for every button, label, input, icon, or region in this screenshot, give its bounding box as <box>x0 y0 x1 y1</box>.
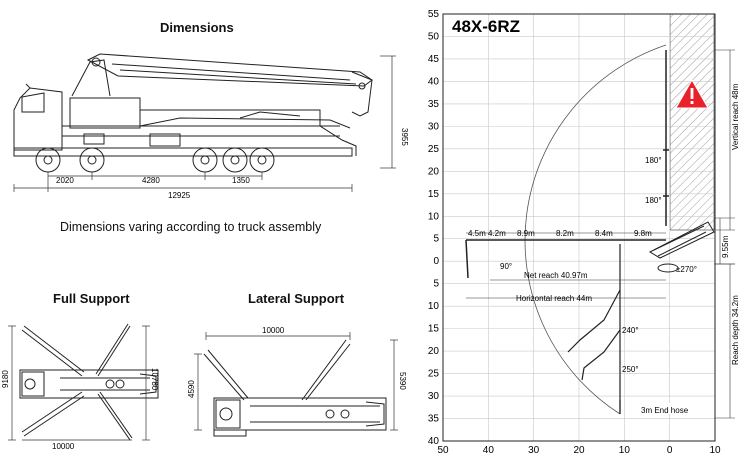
horizontal-reach-label: Horizontal reach 44m <box>516 294 592 303</box>
x-tick-label: 20 <box>573 445 585 456</box>
net-reach-label: Net reach 40.97m <box>524 271 588 280</box>
y-tick-label: 15 <box>428 189 440 200</box>
fs-dim-10000: 10000 <box>52 442 75 451</box>
angle-90: 90° <box>500 262 512 271</box>
angle-180-lower: 180° <box>645 196 662 205</box>
truck-side-view <box>13 53 373 173</box>
x-tick-label: 10 <box>709 445 721 456</box>
reach-depth-label: Reach depth 34.2m <box>731 295 740 365</box>
x-tick-label: 30 <box>528 445 540 456</box>
warning-triangle-icon <box>675 78 709 109</box>
ls-dim-4590: 4590 <box>187 380 196 398</box>
vertical-reach-label: Vertical reach 48m <box>731 83 740 150</box>
full-support-title: Full Support <box>53 291 130 306</box>
y-tick-label: 20 <box>428 166 440 177</box>
boom-section-label: 9.8m <box>634 229 652 238</box>
y-tick-label: 20 <box>428 346 440 357</box>
exclusion-zone <box>669 13 715 231</box>
x-tick-label: 10 <box>619 445 631 456</box>
dimensions-title: Dimensions <box>160 20 234 35</box>
boom-vertical <box>663 50 669 226</box>
angle-250: 250° <box>622 365 639 374</box>
angle-180-upper: 180° <box>645 156 662 165</box>
y-tick-label: 35 <box>428 99 440 110</box>
y-tick-label: 25 <box>428 369 440 380</box>
model-name: 48X-6RZ <box>452 17 520 36</box>
dim-2020: 2020 <box>56 176 74 185</box>
lateral-support-dimensions <box>194 332 398 431</box>
height-955-label: 9.55m <box>721 235 730 258</box>
truck-dimension-lines <box>13 55 396 192</box>
x-tick-label: 0 <box>667 445 673 456</box>
y-tick-label: 30 <box>428 121 440 132</box>
dim-4280: 4280 <box>142 176 160 185</box>
dim-12925: 12925 <box>168 191 191 200</box>
y-tick-label: 40 <box>428 76 440 87</box>
angle-240: 240° <box>622 326 639 335</box>
reach-frame <box>442 13 716 442</box>
ls-dim-10000: 10000 <box>262 326 285 335</box>
boom-section-label: 8.2m <box>556 229 574 238</box>
truck-drawings: 2020 4280 1350 12925 3955 9180 10780 100… <box>1 53 409 451</box>
y-tick-label: 50 <box>428 31 440 42</box>
y-tick-label: 15 <box>428 324 440 335</box>
dim-3955: 3955 <box>400 128 409 146</box>
y-tick-label: 25 <box>428 144 440 155</box>
y-tick-label: 5 <box>433 234 439 245</box>
boom-horizontal <box>465 239 666 279</box>
x-tick-label: 40 <box>483 445 495 456</box>
y-tick-label: 10 <box>428 211 440 222</box>
reach-dimension-lines <box>466 49 735 419</box>
fs-dim-10780: 10780 <box>150 368 159 391</box>
assembly-caption: Dimensions varing according to truck ass… <box>60 220 322 234</box>
y-tick-label: 10 <box>428 301 440 312</box>
y-tick-label: 40 <box>428 436 440 447</box>
boom-section-label: 8.9m <box>517 229 535 238</box>
dim-1350: 1350 <box>232 176 250 185</box>
boom-section-label: 4.2m <box>488 229 506 238</box>
boom-downward <box>567 244 621 414</box>
boom-section-label: 4.5m <box>468 229 486 238</box>
end-hose-label: 3m End hose <box>641 406 689 415</box>
reach-arc <box>524 44 667 415</box>
y-tick-label: 0 <box>433 256 439 267</box>
ls-dim-5390: 5390 <box>398 372 407 390</box>
fs-dim-9180: 9180 <box>1 370 10 388</box>
folded-boom <box>648 221 715 273</box>
y-tick-label: 55 <box>428 9 440 20</box>
angle-270: ±270° <box>676 265 697 274</box>
y-tick-label: 5 <box>433 279 439 290</box>
lateral-support-title: Lateral Support <box>248 291 345 306</box>
boom-section-label: 8.4m <box>595 229 613 238</box>
y-tick-label: 30 <box>428 391 440 402</box>
y-tick-label: 35 <box>428 414 440 425</box>
y-tick-label: 45 <box>428 54 440 65</box>
lateral-support-view <box>203 339 387 437</box>
x-tick-label: 50 <box>437 445 449 456</box>
full-support-view <box>19 323 159 441</box>
full-support-dimensions <box>8 325 150 441</box>
